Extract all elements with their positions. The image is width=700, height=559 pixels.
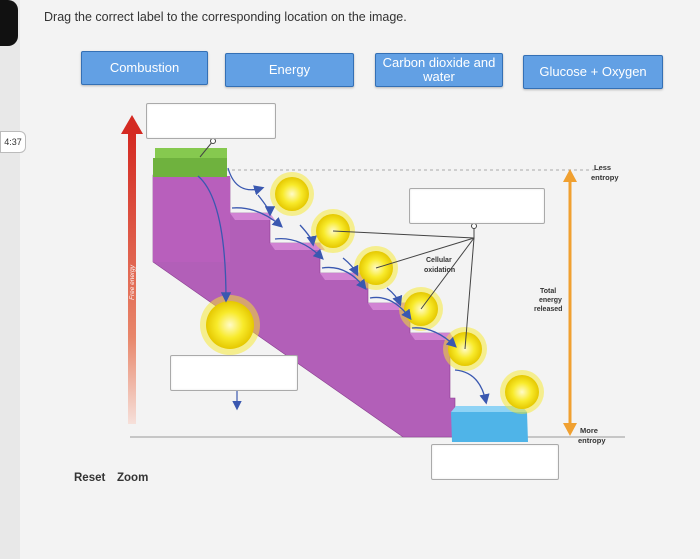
glucose-block-top bbox=[155, 148, 227, 160]
total-energy-label: energy bbox=[539, 297, 562, 304]
cellular-oxidation-label: oxidation bbox=[424, 267, 455, 274]
free-energy-arrow-head bbox=[121, 115, 143, 134]
label-text: Combustion bbox=[109, 60, 180, 75]
staircase-top-block bbox=[153, 176, 230, 262]
leader-dot bbox=[471, 223, 477, 229]
free-energy-label: Free energy bbox=[129, 264, 136, 300]
free-energy-arrow-shaft bbox=[128, 134, 136, 424]
drop-target-energy[interactable] bbox=[170, 355, 298, 391]
sun-icon bbox=[500, 370, 544, 414]
less-entropy-label: entropy bbox=[591, 173, 619, 182]
sun-icon bbox=[270, 172, 314, 216]
total-energy-label: Total bbox=[540, 288, 556, 295]
more-entropy-label: entropy bbox=[578, 436, 606, 445]
drop-target-glucose[interactable] bbox=[146, 103, 276, 139]
total-energy-arrow-top bbox=[563, 169, 577, 182]
label-text: Glucose + Oxygen bbox=[539, 64, 647, 79]
label-glucose-oxygen[interactable]: Glucose + Oxygen bbox=[523, 55, 663, 89]
label-text: Energy bbox=[268, 62, 311, 77]
less-entropy-label: Less bbox=[594, 163, 611, 172]
label-carbon-dioxide-water[interactable]: Carbon dioxide and water bbox=[375, 53, 503, 87]
zoom-button[interactable]: Zoom bbox=[117, 472, 149, 484]
total-energy-label: released bbox=[534, 306, 562, 313]
label-text: Carbon dioxide and water bbox=[382, 55, 496, 84]
label-combustion[interactable]: Combustion bbox=[81, 51, 208, 85]
cellular-oxidation-label: Cellular bbox=[426, 257, 452, 264]
energy-flow-arrows bbox=[197, 167, 490, 405]
leader-lines bbox=[199, 140, 497, 449]
drop-target-cellular-process[interactable] bbox=[409, 188, 545, 224]
side-tab[interactable] bbox=[0, 0, 18, 46]
total-energy-arrow-bottom bbox=[563, 423, 577, 436]
leader-dot bbox=[210, 138, 216, 144]
label-energy[interactable]: Energy bbox=[225, 53, 354, 87]
timer-badge: 4:37 bbox=[0, 131, 26, 153]
sun-icon bbox=[200, 295, 260, 355]
product-block bbox=[451, 412, 528, 442]
glucose-block bbox=[153, 158, 227, 177]
reset-button[interactable]: Reset bbox=[74, 472, 106, 484]
more-entropy-label: More bbox=[580, 426, 598, 435]
instruction-text: Drag the correct label to the correspond… bbox=[44, 10, 407, 24]
drop-target-products[interactable] bbox=[431, 444, 559, 480]
